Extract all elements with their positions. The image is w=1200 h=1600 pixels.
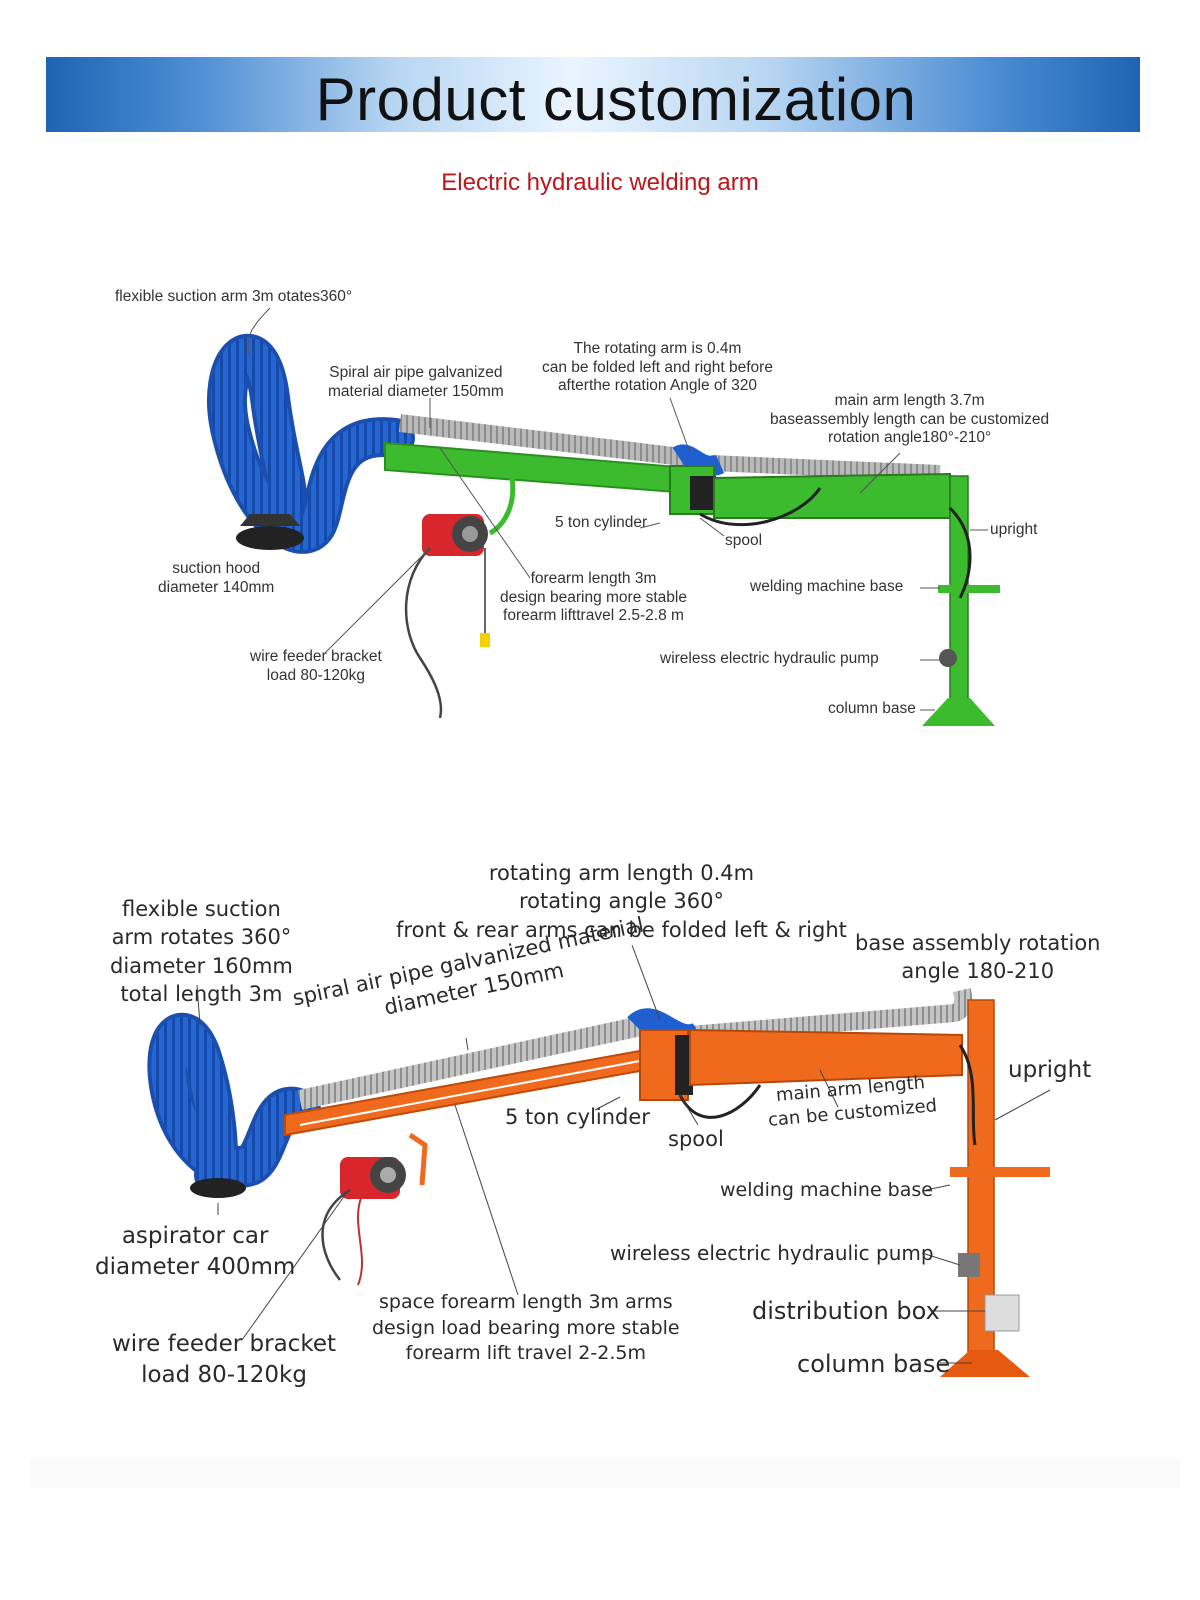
- label-spiral-pipe-line1: Spiral air pipe galvanized: [329, 364, 503, 381]
- label-cylinder: 5 ton cylinder: [505, 1105, 650, 1129]
- label-wire-bracket: wire feeder bracket load 80-120kg: [250, 648, 382, 685]
- header-banner: [46, 57, 1140, 132]
- label-wire-bracket-line1: wire feeder bracket: [112, 1331, 336, 1357]
- label-main-arm-line2: baseassembly length can be customized: [770, 410, 1050, 428]
- label-suction-hood: suction hood diameter 140mm: [158, 560, 274, 597]
- label-rotating-arm-line2: can be folded left and right before: [542, 358, 773, 376]
- label-flexible-line1: flexible suction: [122, 897, 281, 921]
- label-rotating-line3: front & rear arms can be folded left & r…: [396, 917, 847, 942]
- green-arm-diagram: flexible suction arm 3m otates360° Spira…: [100, 278, 1150, 758]
- label-base-rotation: base assembly rotation angle 180-210: [855, 929, 1100, 986]
- label-main-arm-line3: rotation angle180°-210°: [827, 429, 992, 447]
- label-forearm-line3: forearm lift travel 2-2.5m: [405, 1342, 646, 1365]
- label-rotating-arm: rotating arm length 0.4m rotating angle …: [396, 859, 847, 944]
- label-spool: spool: [725, 532, 763, 549]
- label-upright: upright: [1008, 1057, 1092, 1083]
- label-forearm-line3: forearm lifttravel 2.5-2.8 m: [503, 607, 684, 625]
- label-spiral-pipe: Spiral air pipe galvanized material diam…: [328, 364, 504, 401]
- label-rotating-line2: rotating angle 360°: [518, 889, 724, 914]
- label-upright: upright: [990, 521, 1038, 538]
- label-base-rotation-line1: base assembly rotation: [855, 931, 1101, 955]
- label-distribution-box: distribution box: [752, 1297, 940, 1325]
- label-forearm-line1: forearm length 3m: [530, 570, 657, 587]
- green-main-arm: [713, 472, 951, 519]
- label-rotating-arm-line3: afterthe rotation Angle of 320: [557, 377, 758, 395]
- label-welding-base: welding machine base: [750, 578, 904, 595]
- footer-band: [30, 1458, 1180, 1488]
- label-flexible-suction: flexible suction arm rotates 360° diamet…: [110, 895, 293, 1008]
- label-flexible-line4: total length 3m: [120, 982, 283, 1007]
- aspirator-car: [190, 1178, 246, 1198]
- label-forearm-line2: design bearing more stable: [500, 588, 687, 606]
- label-flexible-line3: diameter 160mm: [110, 953, 293, 978]
- spiral-pipe: [398, 414, 692, 467]
- green-arm-illustration: [206, 307, 1000, 726]
- spiral-pipe: [297, 1015, 648, 1110]
- label-wire-bracket-line2: load 80-120kg: [266, 666, 366, 684]
- label-wire-bracket-line1: wire feeder bracket: [250, 648, 382, 665]
- label-column-base: column base: [797, 1350, 951, 1378]
- page-title: Product customization: [315, 66, 917, 133]
- label-column-base: column base: [828, 700, 916, 717]
- label-rotating-line1: rotating arm length 0.4m: [488, 861, 755, 885]
- distribution-box: [984, 1294, 1020, 1332]
- label-welding-base: welding machine base: [720, 1179, 933, 1201]
- suction-hood: [236, 526, 304, 550]
- label-suction-hood-line2: diameter 140mm: [158, 578, 275, 596]
- label-aspirator: aspirator car diameter 400mm: [95, 1221, 295, 1283]
- label-main-arm: main arm length 3.7m baseassembly length…: [770, 392, 1049, 448]
- label-pump: wireless electric hydraulic pump: [610, 1241, 934, 1265]
- orange-main-arm: [689, 1028, 963, 1087]
- label-flexible-line2: arm rotates 360°: [111, 925, 292, 950]
- label-forearm-line1: space forearm length 3m arms: [379, 1291, 673, 1313]
- label-spiral-pipe-line2: material diameter 150mm: [328, 382, 504, 400]
- label-forearm-line2: design load bearing more stable: [372, 1316, 680, 1339]
- orange-arm-diagram: flexible suction arm rotates 360° diamet…: [95, 861, 1150, 1435]
- label-pump: wireless electric hydraulic pump: [660, 650, 879, 667]
- orange-arm-illustration: [147, 944, 1051, 1377]
- label-forearm: forearm length 3m design bearing more st…: [500, 570, 687, 626]
- label-main-arm-line1: main arm length 3.7m: [834, 392, 985, 409]
- label-rotating-arm: The rotating arm is 0.4m can be folded l…: [542, 340, 773, 396]
- label-wire-bracket-line2: load 80-120kg: [141, 1362, 307, 1389]
- label-rotating-arm-line1: The rotating arm is 0.4m: [573, 340, 742, 357]
- label-aspirator-line1: aspirator car: [121, 1223, 269, 1249]
- label-base-rotation-line2: angle 180-210: [901, 959, 1055, 984]
- label-cylinder: 5 ton cylinder: [555, 514, 648, 531]
- label-flexible-arm: flexible suction arm 3m otates360°: [115, 288, 353, 305]
- page-subtitle: Electric hydraulic welding arm: [441, 169, 759, 196]
- label-suction-hood-line1: suction hood: [172, 560, 261, 577]
- label-spool: spool: [668, 1127, 724, 1151]
- label-aspirator-line2: diameter 400mm: [95, 1254, 296, 1281]
- label-forearm: space forearm length 3m arms design load…: [372, 1290, 680, 1367]
- label-wire-bracket: wire feeder bracket load 80-120kg: [112, 1329, 336, 1391]
